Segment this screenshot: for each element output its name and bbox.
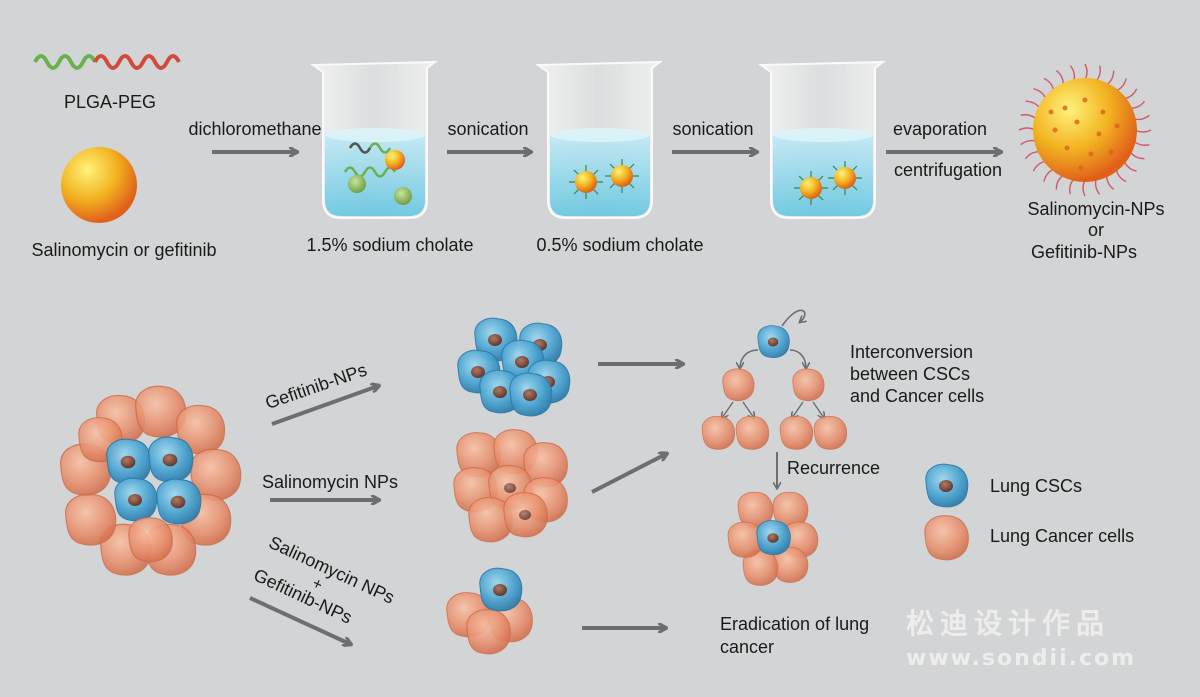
eradication-line2: cancer <box>720 637 774 657</box>
arrow-treat3 <box>249 596 350 644</box>
step1-label: dichloromethane <box>188 119 321 139</box>
peg-ray <box>1024 150 1040 160</box>
peg-ray <box>1055 69 1065 85</box>
peg-ray <box>1123 160 1137 172</box>
step3-label: sonication <box>672 119 753 139</box>
treat3-label-group: Salinomycin NPs + Gefitinib-NPs <box>251 532 398 628</box>
peg-ray <box>1094 178 1101 195</box>
peg-ray <box>1095 65 1101 82</box>
product-line3: Gefitinib-NPs <box>1031 242 1137 262</box>
recurrence-label: Recurrence <box>787 458 880 478</box>
peg-ray <box>1084 63 1088 81</box>
peg-ray <box>1055 174 1064 190</box>
peg-ray <box>1018 127 1036 131</box>
legend: Lung CSCs Lung Cancer cells <box>924 463 1134 561</box>
peg-ray <box>1082 179 1086 197</box>
interconv-line2: between CSCs <box>850 364 970 384</box>
step4a-label: evaporation <box>893 119 987 139</box>
peg-ray <box>1043 168 1055 182</box>
step4b-label: centrifugation <box>894 160 1002 180</box>
peg-ray <box>1133 140 1150 146</box>
legend-csc-label: Lung CSCs <box>990 476 1082 496</box>
eradication-line1: Eradication of lung <box>720 614 869 634</box>
watermark-line2: www.sondii.com <box>906 646 1137 671</box>
peg-ray <box>1123 88 1138 100</box>
plga-peg-chain-icon <box>33 54 181 70</box>
legend-cancer-label: Lung Cancer cells <box>990 526 1134 546</box>
plga-peg-label: PLGA-PEG <box>64 92 156 112</box>
peg-ray <box>1106 70 1115 86</box>
peg-ray <box>1115 168 1127 183</box>
peg-ray <box>1105 175 1115 191</box>
nanoparticle-product-icon <box>1018 63 1152 197</box>
peg-ray <box>1133 114 1150 121</box>
product-line2: or <box>1088 220 1104 240</box>
peg-ray <box>1069 178 1075 195</box>
cancer-cluster-result <box>453 429 568 543</box>
peg-ray <box>1069 65 1076 82</box>
peg-ray <box>1043 77 1055 92</box>
beaker-1 <box>312 61 436 219</box>
peg-ray <box>1020 114 1037 120</box>
peg-ray <box>1115 78 1127 92</box>
beaker-3 <box>760 61 884 219</box>
drug-label: Salinomycin or gefitinib <box>31 240 216 260</box>
peg-ray <box>1020 139 1037 146</box>
peg-ray <box>1134 129 1152 133</box>
residual-cells-result <box>446 567 533 655</box>
arrow-treat1 <box>271 386 378 426</box>
recurrent-tumor <box>727 491 819 586</box>
beaker1-label: 1.5% sodium cholate <box>306 235 473 255</box>
interconv-line3: and Cancer cells <box>850 386 984 406</box>
drug-sphere-icon <box>61 147 137 223</box>
product-line1: Salinomycin-NPs <box>1027 199 1164 219</box>
peg-ray <box>1033 88 1047 100</box>
peg-ray <box>1025 100 1041 109</box>
legend-csc-icon <box>925 463 969 508</box>
peg-ray <box>1130 100 1146 110</box>
step2-label: sonication <box>447 119 528 139</box>
treat2-label: Salinomycin NPs <box>262 472 398 492</box>
tumor-cluster <box>60 385 242 576</box>
legend-cancer-icon <box>924 515 969 561</box>
peg-ray <box>1129 151 1145 160</box>
watermark-line1: 松迪设计作品 <box>906 607 1111 640</box>
treat1-label: Gefitinib-NPs <box>263 360 370 413</box>
arrow-result2 <box>591 454 666 494</box>
interconversion-tree <box>701 309 848 450</box>
peg-ray <box>1032 160 1047 172</box>
csc-cluster-result <box>457 317 571 417</box>
beaker-2 <box>537 61 661 219</box>
beaker2-label: 0.5% sodium cholate <box>536 235 703 255</box>
interconv-line1: Interconversion <box>850 342 973 362</box>
